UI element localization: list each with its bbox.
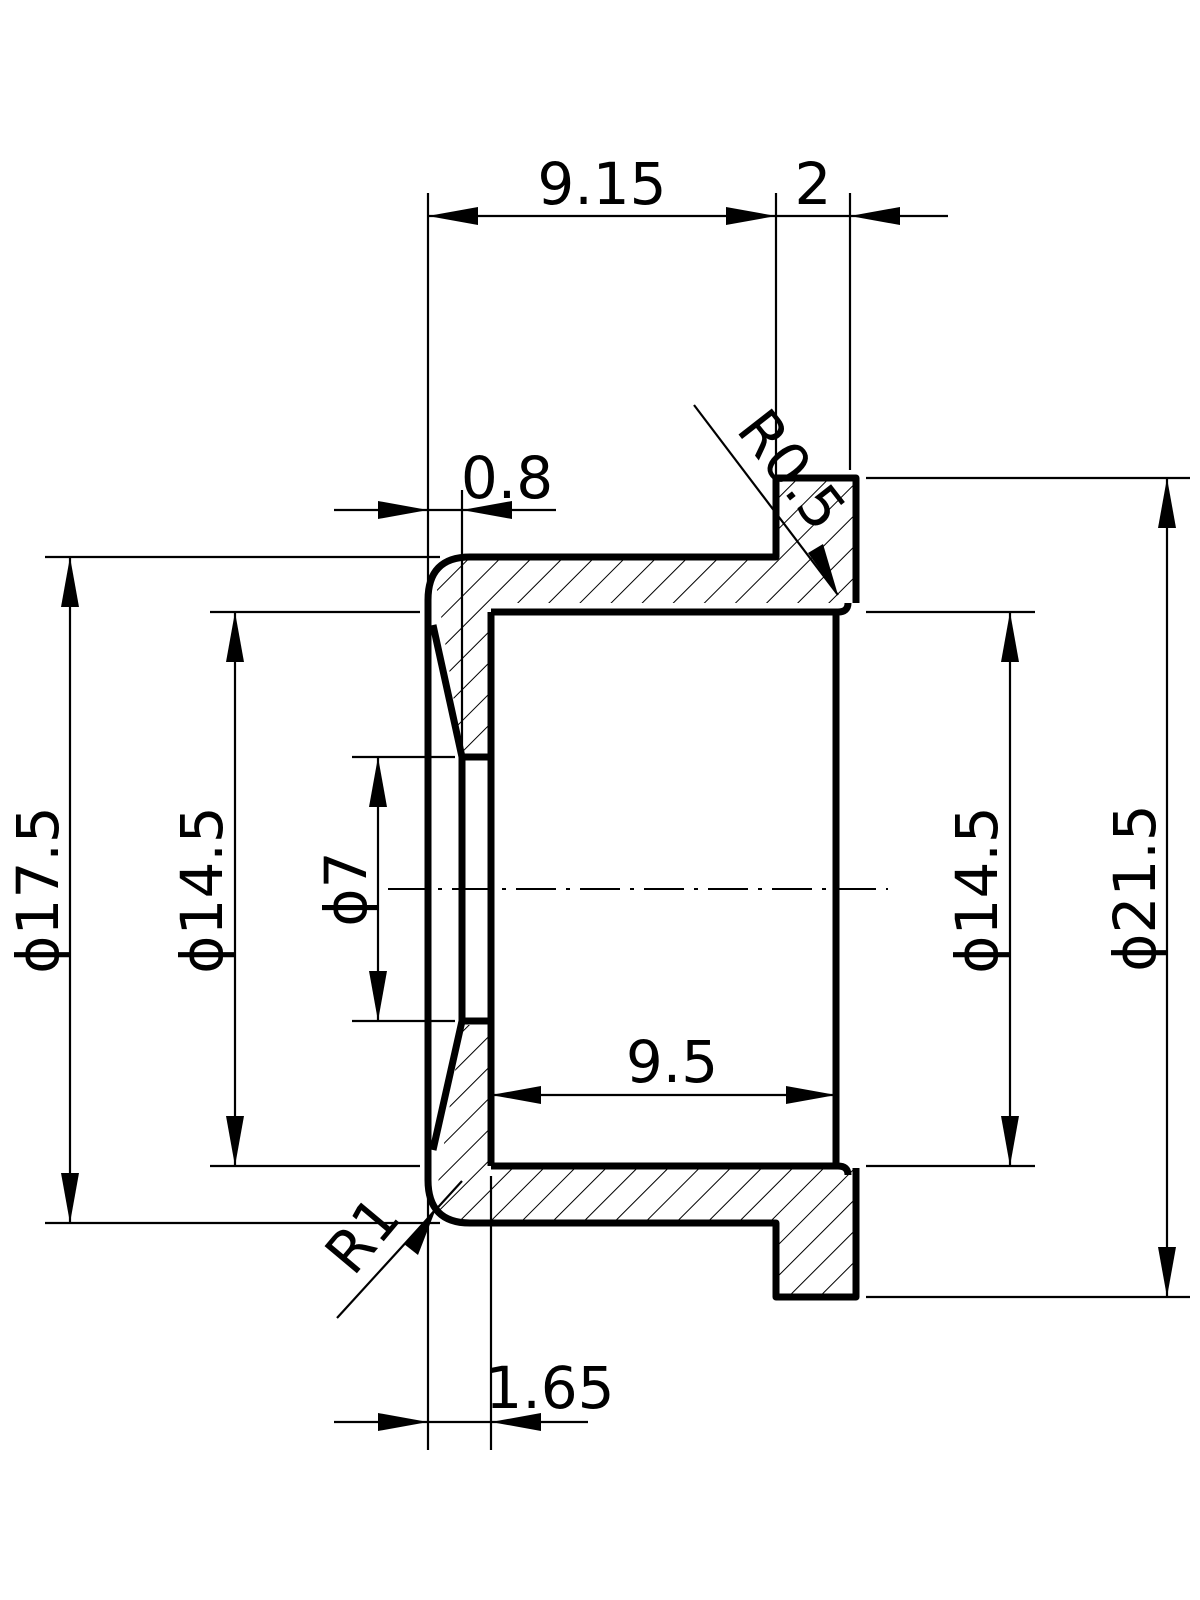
dimension-lines [61,207,1176,1431]
arrow-head [226,612,244,662]
dim-0-8-label: 0.8 [461,444,553,512]
part-outline [424,474,860,1301]
arrow-head [850,207,900,225]
dim-dia-17-5-label: ϕ17.5 [4,806,72,973]
arrow-head [378,1413,428,1431]
dim-dia-21-5-label: ϕ21.5 [1101,804,1169,971]
dim-9-5-label: 9.5 [626,1028,718,1096]
dim-dia-7-label: ϕ7 [312,851,380,926]
arrow-head [491,1086,541,1104]
arrow-head [1158,1247,1176,1297]
arrow-head [61,557,79,607]
dim-r1-label: R1 [312,1184,414,1287]
dimension-labels: 9.15 2 0.8 R0.5 ϕ17.5 ϕ14.5 ϕ7 9.5 ϕ14.5… [4,150,1169,1422]
arrow-head [369,971,387,1021]
extension-lines [45,193,1190,1450]
arrow-head [786,1086,836,1104]
arrow-head [726,207,776,225]
arrow-head [1158,478,1176,528]
section-hatching [432,478,856,1297]
arrow-head [428,207,478,225]
arrow-head [491,1413,541,1431]
arrow-head [404,1206,437,1255]
dim-9-15-label: 9.15 [537,150,666,218]
dim-dia-14-5-right-label: ϕ14.5 [943,806,1011,973]
arrow-head [808,544,838,595]
dim-2-label: 2 [795,150,832,218]
dim-dia-14-5-left-label: ϕ14.5 [168,806,236,973]
arrow-head [369,757,387,807]
arrow-head [462,501,512,519]
arrow-head [226,1116,244,1166]
arrow-head [378,501,428,519]
arrow-head [1001,1116,1019,1166]
dim-1-65-label: 1.65 [485,1354,614,1422]
arrow-head [61,1173,79,1223]
arrow-head [1001,612,1019,662]
